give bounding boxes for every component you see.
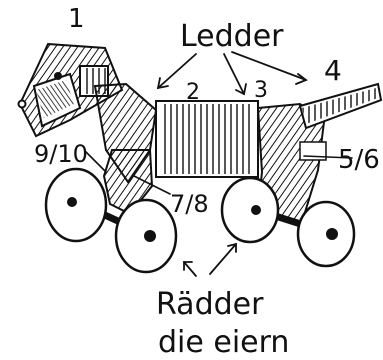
front-left-wheel	[46, 169, 106, 241]
label-7-8: 7/8	[170, 190, 209, 218]
ledder-arrows	[158, 52, 306, 94]
label-5-6: 5/6	[338, 145, 380, 175]
label-1: 1	[68, 4, 85, 34]
eye-icon	[54, 72, 62, 80]
label-4: 4	[324, 54, 342, 87]
rear-right-wheel	[298, 202, 354, 266]
front-right-wheel	[116, 200, 176, 272]
horse-tail	[300, 84, 381, 128]
label-die-eiern: die eiern	[158, 325, 289, 360]
horse-body	[156, 101, 258, 177]
label-3: 3	[254, 78, 268, 103]
rear-left-wheel	[222, 178, 278, 242]
label-9-10: 9/10	[34, 140, 88, 168]
label-2: 2	[186, 80, 200, 105]
label-raedder: Rädder	[156, 287, 264, 322]
label-ledder: Ledder	[180, 19, 284, 54]
raedder-arrows	[184, 244, 236, 276]
